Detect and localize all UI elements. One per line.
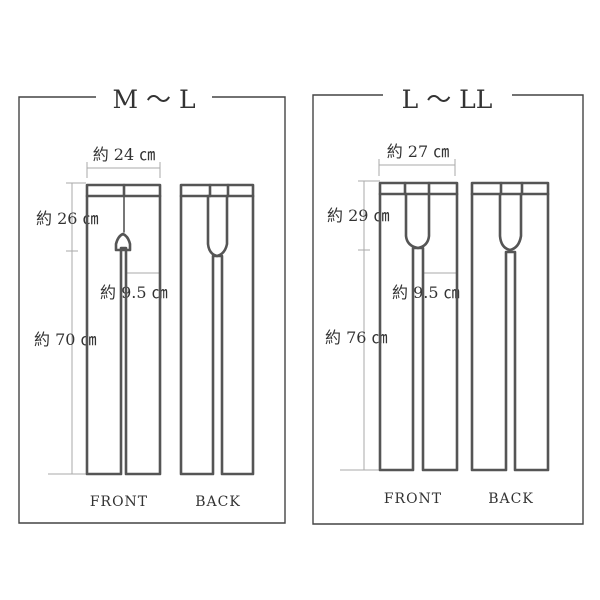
- front-caption: FRONT: [90, 494, 148, 510]
- length-dimension: [48, 182, 86, 475]
- waist-width-label: 約 27 ㎝: [387, 142, 450, 161]
- waist-width-dimension: [378, 159, 456, 176]
- pants-back: [179, 183, 255, 476]
- size-diagram-m-l: M 〜 L 約 24 ㎝ 約 26 ㎝ 約 70 ㎝ 約 9.5 ㎝: [18, 85, 286, 524]
- length-dimension: [340, 180, 380, 471]
- pants-front: [378, 181, 459, 472]
- panel-title: L 〜 LL: [402, 85, 493, 114]
- rise-label: 約 29 ㎝: [327, 206, 390, 225]
- front-caption: FRONT: [384, 491, 442, 507]
- hem-width-label: 約 9.5 ㎝: [392, 283, 460, 302]
- panel-frame: [312, 94, 584, 525]
- pants-front: [85, 183, 162, 476]
- rise-label: 約 26 ㎝: [36, 209, 99, 228]
- pants-back: [470, 181, 550, 472]
- size-panel-m-l: M 〜 L 約 24 ㎝ 約 26 ㎝ 約 70 ㎝ 約 9.5 ㎝: [18, 85, 286, 524]
- inseam-label: 約 76 ㎝: [325, 328, 388, 347]
- panel-frame: [18, 96, 286, 524]
- waist-width-label: 約 24 ㎝: [93, 145, 156, 164]
- back-caption: BACK: [195, 494, 241, 510]
- waist-width-dimension: [86, 162, 161, 178]
- back-caption: BACK: [488, 491, 534, 507]
- hem-width-dimension: [422, 268, 458, 278]
- inseam-label: 約 70 ㎝: [34, 330, 97, 349]
- hem-width-label: 約 9.5 ㎝: [100, 283, 168, 302]
- panel-title: M 〜 L: [112, 85, 195, 114]
